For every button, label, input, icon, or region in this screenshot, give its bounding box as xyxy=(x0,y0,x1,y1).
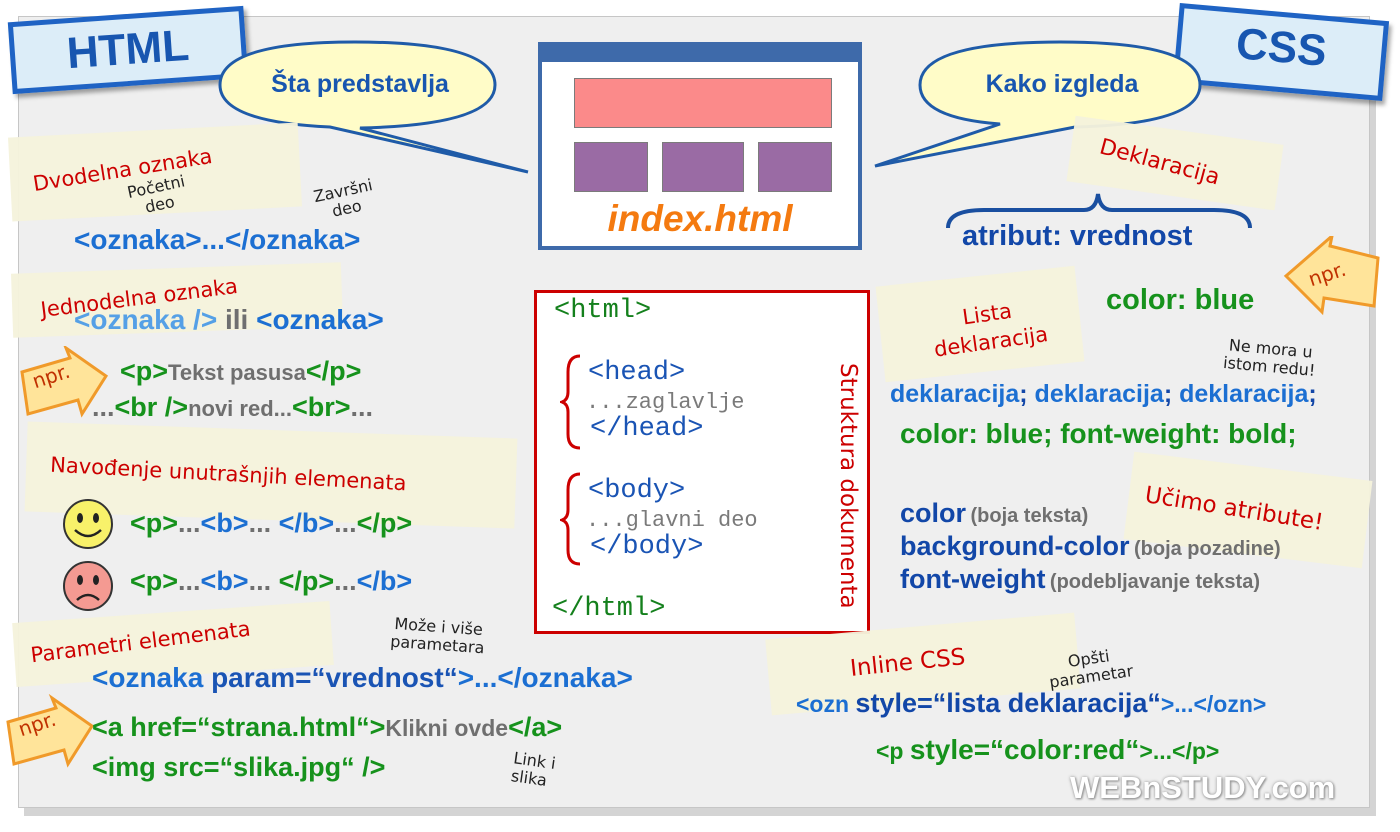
inline-example-c: >...</p> xyxy=(1139,738,1220,764)
example-p-text: Tekst pasusa xyxy=(168,360,306,385)
parametri-code-a: <oznaka xyxy=(92,662,212,693)
atribut-name-0: color xyxy=(900,498,967,528)
html-close-tag: </html> xyxy=(552,594,666,624)
lista-sep3: ; xyxy=(1308,380,1317,408)
browser-window: index.html xyxy=(538,42,862,250)
inline-code-a: <ozn xyxy=(796,691,856,717)
atribut-desc-1: (boja pozadine) xyxy=(1133,538,1281,560)
example-link-close: </a> xyxy=(508,712,563,742)
atribut-name-1: background-color xyxy=(900,531,1130,561)
atribut-desc-2: (podebljavanje teksta) xyxy=(1049,571,1260,593)
example-link: <a href=“strana.html“>Klikni ovde</a> xyxy=(92,712,562,743)
example-br-pre: ... xyxy=(92,392,115,422)
atribut-item-2: font-weight (podebljavanje teksta) xyxy=(900,564,1260,595)
lista-sep1: ; xyxy=(1019,380,1028,408)
deklaracija-code: atribut: vrednost xyxy=(962,220,1193,252)
window-titlebar xyxy=(542,46,858,62)
content-block-2 xyxy=(662,142,744,192)
lista-d3: deklaracija xyxy=(1179,380,1309,408)
atribut-item-1: background-color (boja pozadine) xyxy=(900,531,1281,562)
head-close-tag: </head> xyxy=(590,414,704,444)
content-block-1 xyxy=(574,142,648,192)
jednodelna-code: <oznaka /> ili <oznaka> xyxy=(74,304,384,336)
head-content: ...zaglavlje xyxy=(586,390,745,415)
lista-sep2: ; xyxy=(1163,380,1173,408)
nest-bad-d3: ... xyxy=(334,566,357,596)
nest-bad-b2: </b> xyxy=(356,566,413,596)
parametri-code-c: >...</oznaka> xyxy=(457,662,633,693)
example-br-tag: <br /> xyxy=(114,392,189,422)
nest-good-b2: </b> xyxy=(278,508,335,538)
lista-declarations: deklaracija; deklaracija; deklaracija; xyxy=(890,380,1317,409)
smiley-happy-icon xyxy=(63,499,113,549)
example-br-post: ... xyxy=(350,392,374,422)
body-close-tag: </body> xyxy=(590,532,704,562)
example-p-open: <p> xyxy=(120,356,169,386)
right-bubble-text: Kako izgleda xyxy=(985,70,1139,98)
npr-arrow-1 xyxy=(20,346,109,418)
structure-title: Struktura dokumenta xyxy=(835,363,861,609)
css-example-color: color: blue xyxy=(1106,284,1255,316)
header-block xyxy=(574,78,832,128)
body-content: ...glavni deo xyxy=(586,508,758,533)
nest-bad-b1: <b> xyxy=(200,566,249,596)
smiley-sad-icon xyxy=(63,561,113,611)
nest-good-d3: ... xyxy=(334,508,357,538)
example-br-tag2: <br> xyxy=(291,392,351,422)
html-open-tag: <html> xyxy=(554,296,652,326)
parametri-code: <oznaka param=“vrednost“>...</oznaka> xyxy=(92,662,633,694)
example-br-text: novi red... xyxy=(188,396,292,421)
nest-good-d2: ... xyxy=(248,508,279,538)
dvodelna-code: <oznaka>...</oznaka> xyxy=(74,224,361,255)
jednodelna-code-a: <oznaka /> xyxy=(74,304,218,335)
left-bubble-text: Šta predstavlja xyxy=(271,70,449,98)
inline-code-c: >...</ozn> xyxy=(1160,691,1267,717)
nest-bad-p1: <p> xyxy=(130,566,179,596)
head-open-tag: <head> xyxy=(588,358,686,388)
example-img: <img src=“slika.jpg“ /> xyxy=(92,752,386,782)
jednodelna-code-ili: ili xyxy=(217,304,257,335)
filename-label: index.html xyxy=(607,198,793,239)
example-p-close: </p> xyxy=(305,356,362,386)
lista-d1: deklaracija xyxy=(890,380,1020,408)
inline-code-b: style=“lista deklaracija“ xyxy=(855,688,1161,718)
nest-good-d1: ... xyxy=(178,508,201,538)
example-paragraph: <p>Tekst pasusa</p> xyxy=(120,356,361,387)
inline-example: <p style=“color:red“>...</p> xyxy=(876,734,1219,766)
nest-good-b1: <b> xyxy=(200,508,249,538)
atribut-item-0: color (boja teksta) xyxy=(900,498,1088,529)
content-block-3 xyxy=(758,142,832,192)
lista-d2: deklaracija xyxy=(1034,380,1164,408)
structure-braces xyxy=(560,354,581,566)
npr-arrow-right xyxy=(1283,236,1380,316)
jednodelna-code-b: <oznaka> xyxy=(256,304,384,335)
inline-example-b: style=“color:red“ xyxy=(909,734,1140,765)
nesting-correct: <p>...<b>... </b>...</p> xyxy=(130,508,412,539)
nest-good-p1: <p> xyxy=(130,508,179,538)
watermark: WEBnSTUDY.com xyxy=(1070,770,1336,805)
deklaracija-brace xyxy=(946,193,1252,229)
body-open-tag: <body> xyxy=(588,476,686,506)
example-br: ...<br />novi red...<br>... xyxy=(92,392,373,423)
inline-code: <ozn style=“lista deklaracija“>...</ozn> xyxy=(796,688,1266,719)
atribut-name-2: font-weight xyxy=(900,564,1046,594)
nest-bad-p2: </p> xyxy=(278,566,335,596)
inline-example-a: <p xyxy=(876,738,910,764)
nest-bad-d1: ... xyxy=(178,566,201,596)
structure-box xyxy=(534,290,870,634)
npr-arrow-2 xyxy=(6,694,95,768)
atribut-desc-0: (boja teksta) xyxy=(970,505,1089,527)
lista-example: color: blue; font-weight: bold; xyxy=(900,418,1297,449)
nest-bad-d2: ... xyxy=(248,566,279,596)
example-link-text: Klikni ovde xyxy=(385,715,509,741)
right-speech-bubble xyxy=(874,40,1202,168)
parametri-code-b: param=“vrednost“ xyxy=(211,662,458,693)
example-link-open: <a href=“strana.html“> xyxy=(92,712,386,742)
nesting-wrong: <p>...<b>... </p>...</b> xyxy=(130,566,412,597)
nest-good-p2: </p> xyxy=(356,508,413,538)
